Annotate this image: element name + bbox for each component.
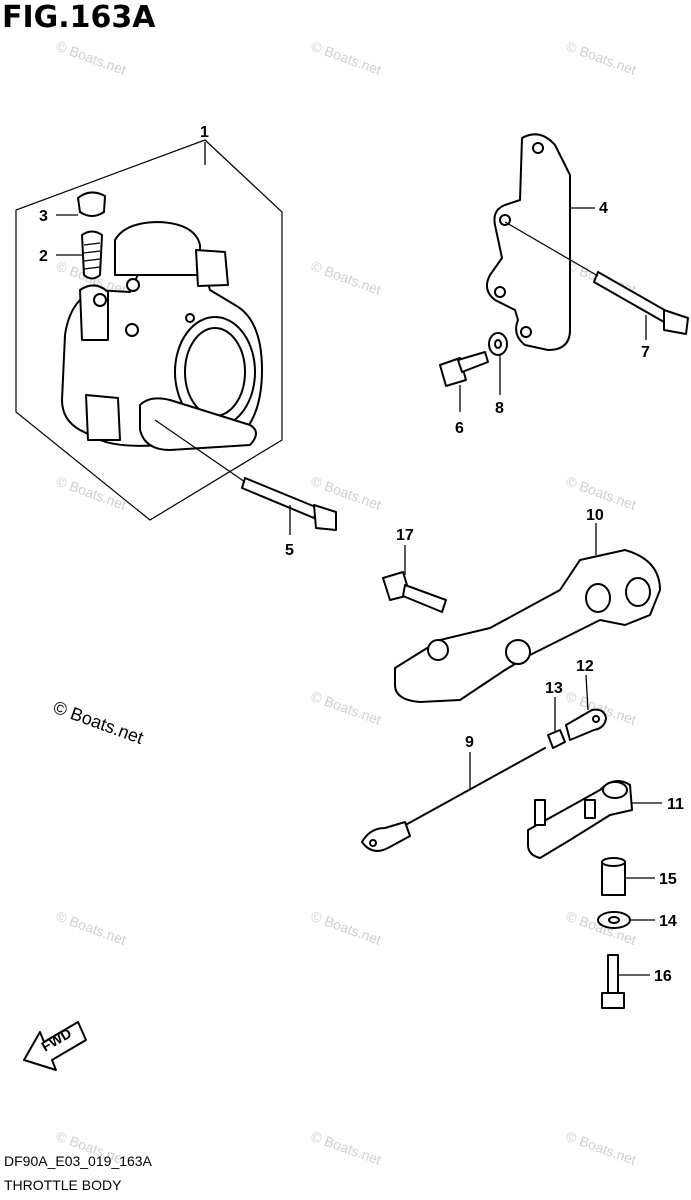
figure-description: THROTTLE BODY bbox=[4, 1177, 122, 1193]
callout-7: 7 bbox=[641, 344, 650, 361]
part-16-bolt bbox=[601, 954, 625, 1009]
callout-10: 10 bbox=[586, 507, 604, 524]
callout-11: 11 bbox=[667, 796, 684, 813]
part-10-arm bbox=[394, 549, 661, 703]
callout-1: 1 bbox=[200, 124, 209, 141]
watermark: © Boats.net bbox=[564, 38, 639, 78]
part-12-joint bbox=[565, 708, 607, 741]
part-11-lever bbox=[527, 780, 633, 859]
callout-14: 14 bbox=[659, 913, 677, 930]
assembly-outline bbox=[15, 139, 283, 521]
callout-3: 3 bbox=[39, 208, 48, 225]
throttle-body bbox=[61, 221, 263, 451]
forward-arrow: FWD bbox=[23, 1021, 87, 1071]
callouts: 1 2 3 4 5 6 7 8 9 10 11 12 13 14 15 16 1 bbox=[39, 124, 684, 985]
part-13-nut bbox=[547, 729, 566, 749]
watermark: © Boats.net bbox=[309, 38, 384, 78]
callout-15: 15 bbox=[659, 871, 677, 888]
callout-13: 13 bbox=[545, 680, 563, 697]
watermark: © Boats.net bbox=[309, 688, 384, 728]
callout-8: 8 bbox=[495, 400, 504, 417]
callout-6: 6 bbox=[455, 420, 464, 437]
part-9-rod bbox=[361, 747, 546, 852]
callout-12: 12 bbox=[576, 658, 594, 675]
part-7-bolt bbox=[504, 221, 689, 335]
watermark: © Boats.net bbox=[54, 38, 129, 78]
figure-code: DF90A_E03_019_163A bbox=[4, 1153, 152, 1169]
part-15-collar bbox=[601, 857, 626, 896]
callout-17: 17 bbox=[396, 527, 414, 544]
part-8-washer bbox=[488, 332, 508, 356]
part-17-bolt bbox=[382, 571, 447, 613]
watermark: © Boats.net bbox=[309, 1128, 384, 1168]
figure-title: FIG.163A bbox=[2, 0, 156, 35]
callout-16: 16 bbox=[654, 968, 672, 985]
part-5-bolt bbox=[154, 419, 337, 531]
callout-4: 4 bbox=[599, 200, 608, 217]
part-4-bracket bbox=[485, 133, 571, 351]
callout-9: 9 bbox=[465, 734, 474, 751]
watermark: © Boats.net bbox=[309, 908, 384, 948]
watermark: © Boats.net bbox=[564, 1128, 639, 1168]
watermark: © Boats.net bbox=[564, 908, 639, 948]
part-6-bolt bbox=[439, 351, 489, 387]
copyright-notice: © Boats.net bbox=[51, 697, 146, 748]
watermark: © Boats.net bbox=[54, 908, 129, 948]
part-3-cap bbox=[77, 191, 106, 217]
watermark: © Boats.net bbox=[54, 473, 129, 513]
part-14-washer bbox=[597, 911, 631, 929]
watermark: © Boats.net bbox=[309, 258, 384, 298]
callout-5: 5 bbox=[285, 542, 294, 559]
callout-2: 2 bbox=[39, 248, 48, 265]
part-2-screw bbox=[81, 230, 103, 280]
